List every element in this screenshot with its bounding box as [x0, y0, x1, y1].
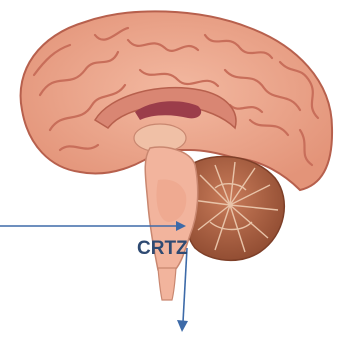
crtz-label: CRTZ	[137, 238, 188, 259]
medulla	[158, 268, 176, 300]
brainstem	[145, 147, 198, 300]
cerebellum	[183, 156, 284, 260]
